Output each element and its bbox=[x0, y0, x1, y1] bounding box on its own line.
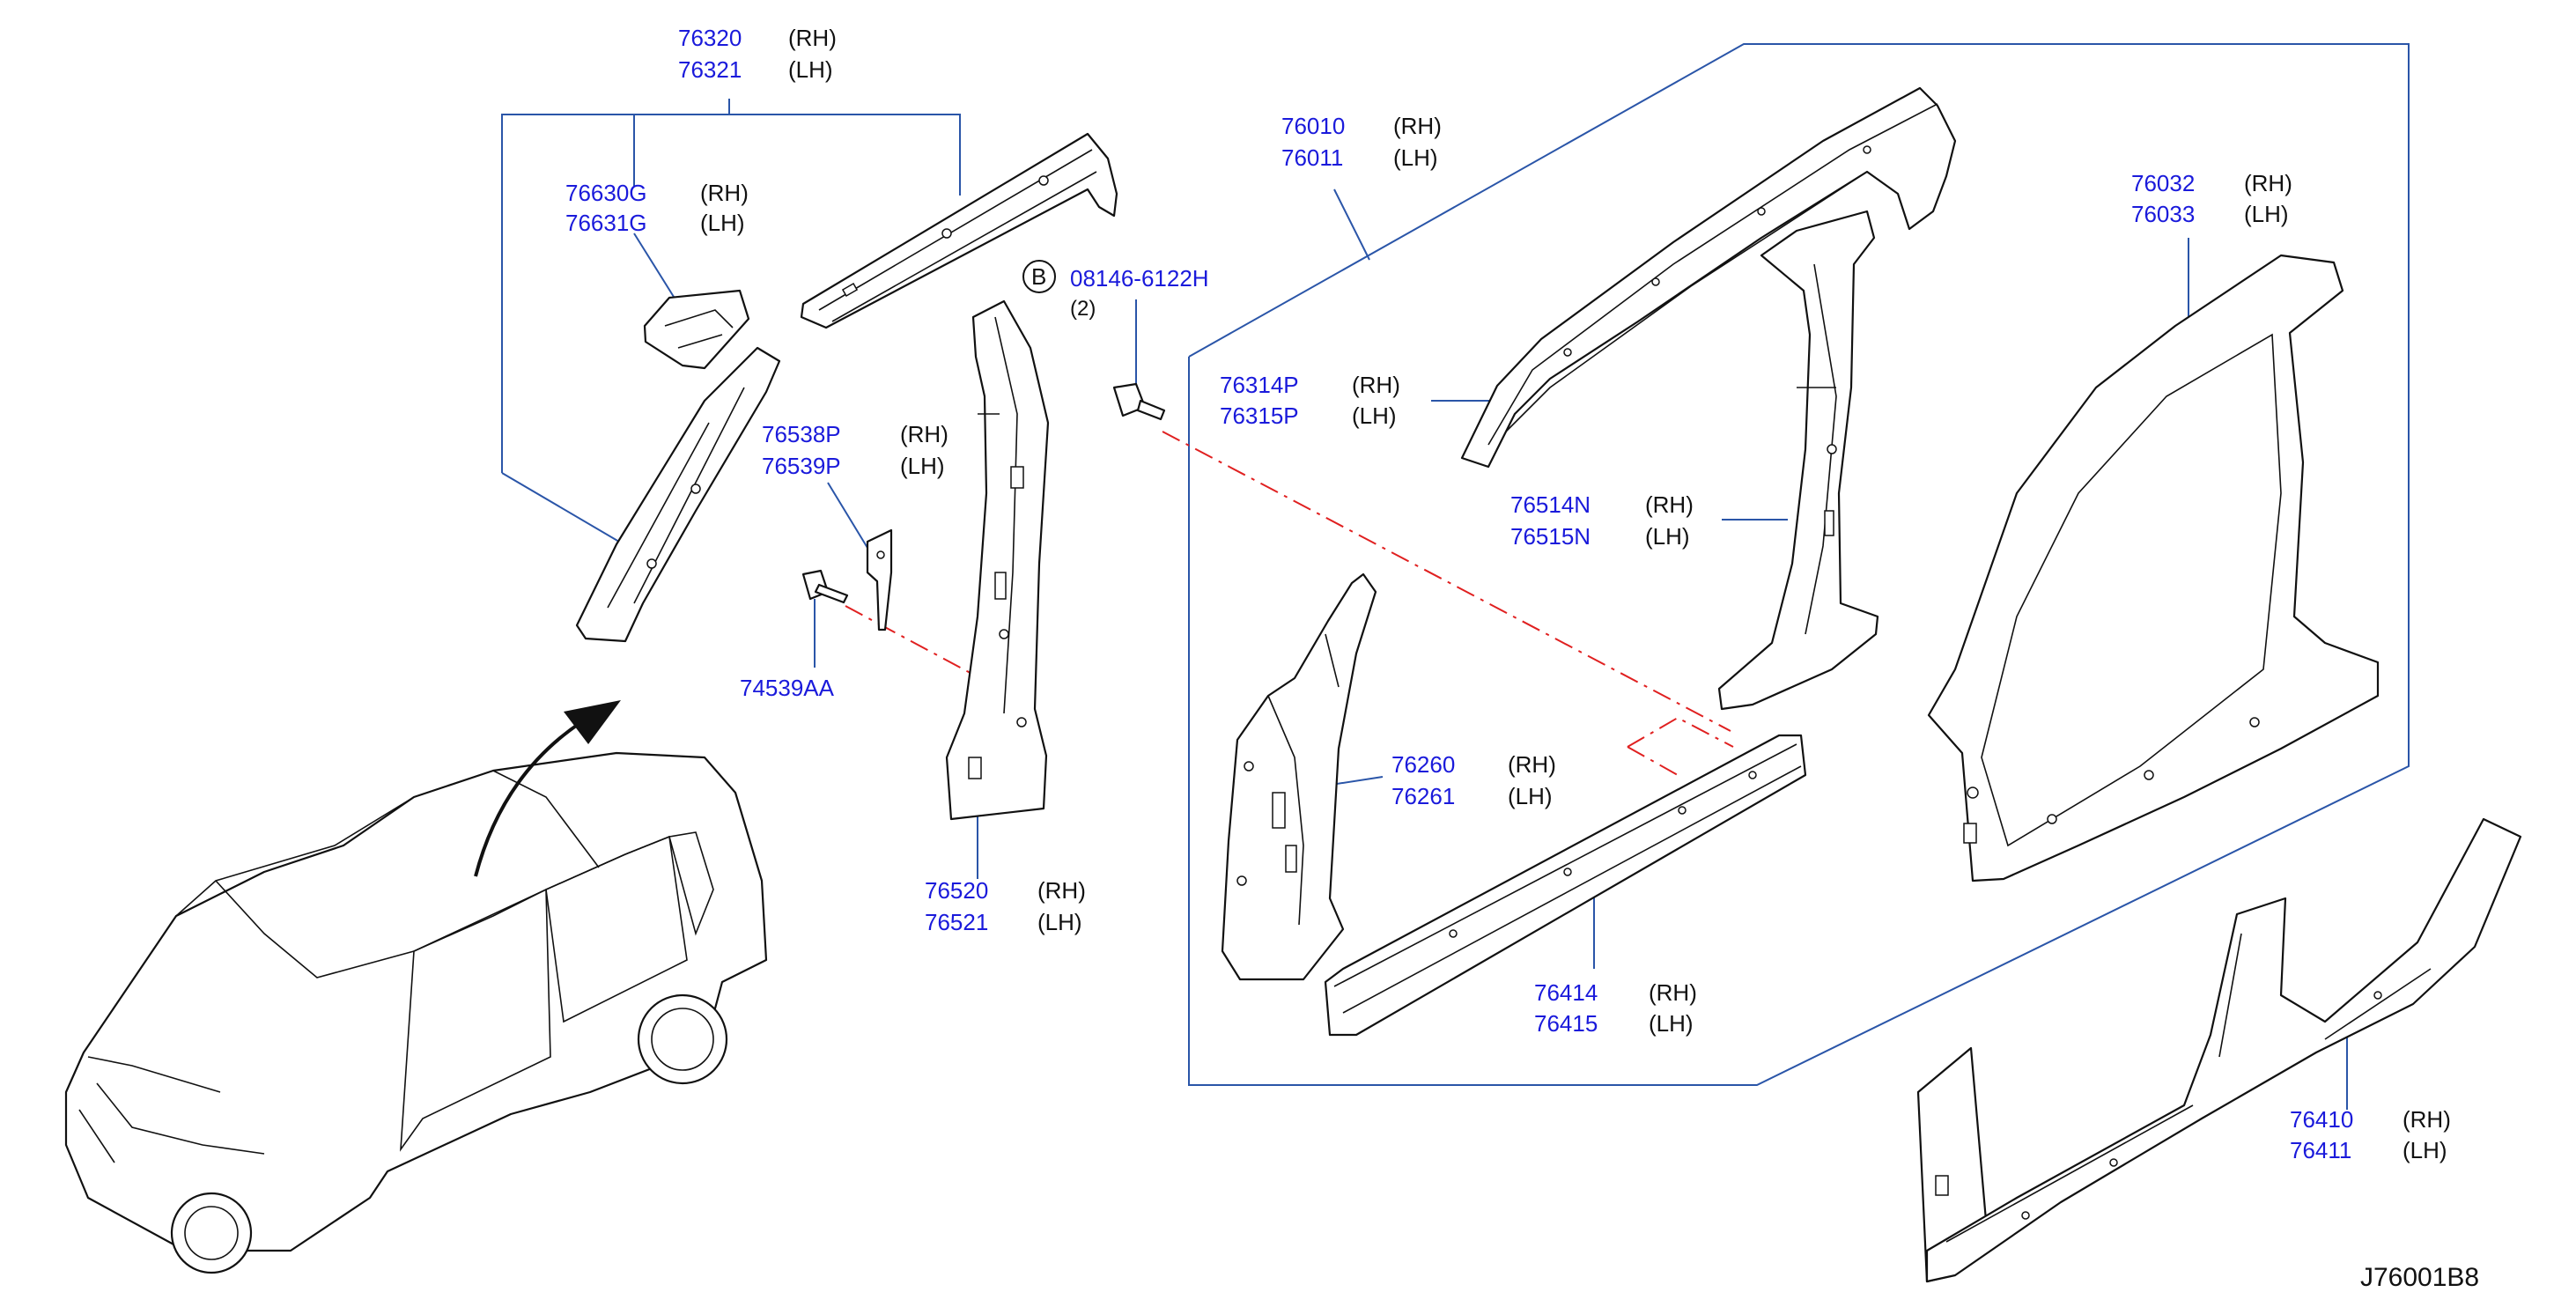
callout-76630g: 76630G 76631G (RH) (LH) bbox=[565, 180, 749, 236]
callout-76520: 76520 76521 (RH) (LH) bbox=[925, 877, 1086, 935]
part-number-rh: 76320 bbox=[678, 25, 742, 51]
callout-76314p: 76314P 76315P (RH) (LH) bbox=[1220, 372, 1400, 429]
marker-b-label: B bbox=[1031, 263, 1046, 290]
quantity: (2) bbox=[1070, 297, 1096, 321]
part-number-lh: 76033 bbox=[2131, 201, 2195, 227]
lh-tag: (LH) bbox=[1352, 402, 1397, 429]
part-number-lh: 76321 bbox=[678, 56, 742, 83]
rh-tag: (RH) bbox=[2244, 170, 2292, 196]
part-number-rh: 76260 bbox=[1391, 751, 1455, 778]
part-number-lh: 76411 bbox=[2290, 1137, 2351, 1163]
part-number: 08146-6122H bbox=[1070, 265, 1209, 292]
rh-tag: (RH) bbox=[1393, 113, 1442, 139]
part-number-rh: 76032 bbox=[2131, 170, 2195, 196]
part-number-lh: 76539P bbox=[762, 453, 841, 479]
rh-tag: (RH) bbox=[2403, 1106, 2451, 1133]
sill-inner-76414 bbox=[1324, 734, 1807, 1037]
lh-tag: (LH) bbox=[1645, 523, 1690, 550]
lh-tag: (LH) bbox=[2244, 201, 2289, 227]
body-side-outer-76032 bbox=[1927, 254, 2380, 882]
lh-tag: (LH) bbox=[1649, 1010, 1694, 1037]
diagram-code: J76001B8 bbox=[2360, 1263, 2479, 1292]
rh-tag: (RH) bbox=[1649, 979, 1697, 1006]
rh-tag: (RH) bbox=[1645, 491, 1694, 518]
part-number-lh: 76415 bbox=[1534, 1010, 1598, 1037]
callout-76260: 76260 76261 (RH) (LH) bbox=[1391, 751, 1556, 809]
marker-circle-b bbox=[1022, 260, 1056, 293]
front-pillar-lower-76260 bbox=[1221, 572, 1377, 981]
callout-76410: 76410 76411 (RH) (LH) bbox=[2290, 1106, 2451, 1163]
part-number-rh: 76414 bbox=[1534, 979, 1598, 1006]
part-number-lh: 76315P bbox=[1220, 402, 1299, 429]
part-number-lh: 76521 bbox=[925, 909, 988, 935]
part-number-rh: 76410 bbox=[2290, 1106, 2353, 1133]
part-number-lh: 76261 bbox=[1391, 783, 1455, 809]
lh-tag: (LH) bbox=[1508, 783, 1553, 809]
callout-76414: 76414 76415 (RH) (LH) bbox=[1534, 979, 1697, 1037]
part-number-rh: 76538P bbox=[762, 421, 841, 447]
center-pillar-76514n bbox=[1717, 210, 1879, 711]
part-number-rh: 76514N bbox=[1510, 491, 1591, 518]
callout-76032: 76032 76033 (RH) (LH) bbox=[2131, 170, 2292, 227]
part-number-rh: 76520 bbox=[925, 877, 988, 904]
rh-tag: (RH) bbox=[1508, 751, 1556, 778]
callout-76514n: 76514N 76515N (RH) (LH) bbox=[1510, 491, 1694, 550]
part-number-rh: 76314P bbox=[1220, 372, 1299, 398]
lh-tag: (LH) bbox=[1393, 144, 1438, 171]
lh-tag: (LH) bbox=[788, 56, 833, 83]
part-number-rh: 76630G bbox=[565, 180, 647, 206]
lh-tag: (LH) bbox=[2403, 1137, 2447, 1163]
leader-lines bbox=[501, 43, 2410, 1110]
bracket-76538p bbox=[866, 528, 893, 631]
pillar-inner-lower bbox=[575, 346, 781, 643]
sill-outer-76410 bbox=[1916, 817, 2522, 1283]
callout-76538p: 76538P 76539P (RH) (LH) bbox=[762, 421, 948, 479]
rh-tag: (RH) bbox=[1352, 372, 1400, 398]
roof-rail-inner bbox=[800, 132, 1118, 329]
rh-tag: (RH) bbox=[900, 421, 948, 447]
rh-tag: (RH) bbox=[1037, 877, 1086, 904]
lh-tag: (LH) bbox=[700, 210, 745, 236]
callout-08146: B 08146-6122H (2) bbox=[1022, 260, 1209, 321]
lh-tag: (LH) bbox=[900, 453, 945, 479]
bracket-76630g bbox=[643, 289, 750, 370]
bolt-08146 bbox=[1112, 382, 1166, 421]
part-number-lh: 76515N bbox=[1510, 523, 1591, 550]
callout-76010: 76010 76011 (RH) (LH) bbox=[1281, 113, 1442, 171]
part-number-rh: 76010 bbox=[1281, 113, 1345, 139]
center-pillar-76520 bbox=[945, 299, 1050, 821]
bolt-74539aa bbox=[801, 569, 849, 604]
alignment-lines bbox=[845, 431, 1734, 776]
callout-76320: 76320 76321 (RH) (LH) bbox=[678, 25, 837, 83]
part-number-lh: 76011 bbox=[1281, 144, 1343, 171]
lh-tag: (LH) bbox=[1037, 909, 1082, 935]
rh-tag: (RH) bbox=[788, 25, 837, 51]
rh-tag: (RH) bbox=[700, 180, 749, 206]
roof-side-rail-76010 bbox=[1460, 86, 1957, 469]
part-number-lh: 76631G bbox=[565, 210, 647, 236]
callout-74539aa: 74539AA bbox=[740, 675, 835, 701]
vehicle-reference-sketch bbox=[64, 700, 768, 1274]
